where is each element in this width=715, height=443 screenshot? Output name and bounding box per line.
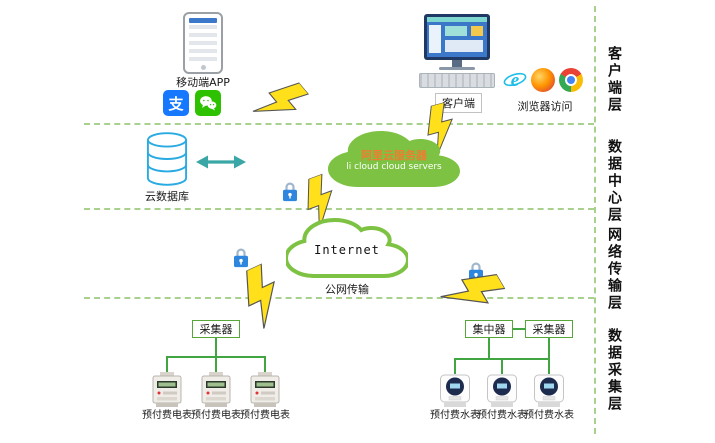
screen-sidebar bbox=[429, 25, 441, 53]
chrome-browser-icon bbox=[559, 68, 583, 92]
left-tree-drop-3 bbox=[264, 356, 266, 372]
cloud-db-label: 云数据库 bbox=[145, 190, 189, 203]
lightning-desktop-to-cloud bbox=[427, 101, 454, 157]
layer-separator-3 bbox=[84, 297, 594, 299]
client-label: 客户端 bbox=[435, 93, 482, 113]
electric-meter-label: 预付费电表 bbox=[191, 410, 241, 421]
electric-meter-label: 预付费电表 bbox=[142, 410, 192, 421]
monitor-screen bbox=[427, 17, 487, 57]
security-lock-icon-1 bbox=[283, 182, 297, 202]
layer-label-network: 网络传输层 bbox=[606, 226, 622, 312]
mobile-app-label: 移动端APP bbox=[176, 76, 230, 89]
right-tree-drop-2 bbox=[501, 358, 503, 374]
collector-right-box: 采集器 bbox=[525, 320, 573, 338]
layer-label-acquisition: 数据采集层 bbox=[606, 327, 622, 413]
smartphone-icon bbox=[183, 12, 223, 74]
water-meter-label: 预付费水表 bbox=[524, 410, 574, 421]
wechat-icon bbox=[195, 90, 221, 116]
lightning-mobile-to-cloud bbox=[252, 82, 310, 112]
phone-app-list bbox=[189, 25, 217, 63]
cloud-database-icon bbox=[146, 132, 188, 186]
screen-panel-3 bbox=[445, 40, 483, 52]
electric-meter-icon bbox=[201, 372, 231, 407]
collector-left-box: 采集器 bbox=[192, 320, 240, 338]
water-meter-icon bbox=[534, 374, 564, 407]
left-tree-drop-1 bbox=[166, 356, 168, 372]
sync-double-arrow-icon bbox=[196, 155, 246, 169]
lightning-internet-to-collector bbox=[246, 262, 275, 329]
security-lock-icon-2 bbox=[234, 248, 248, 268]
phone-home-button bbox=[200, 65, 206, 70]
alipay-glyph: 支 bbox=[168, 94, 184, 113]
left-tree-drop-2 bbox=[215, 356, 217, 372]
right-tree-drop-3 bbox=[548, 358, 550, 374]
public-network-label: 公网传输 bbox=[325, 283, 369, 296]
internet-label: Internet bbox=[314, 243, 380, 257]
concentrator-box: 集中器 bbox=[465, 320, 513, 338]
alipay-icon: 支 bbox=[163, 90, 189, 116]
water-meter-icon bbox=[440, 374, 470, 407]
lightning-alicloud-to-internet bbox=[307, 173, 333, 231]
water-meter-icon bbox=[487, 374, 517, 407]
water-meter-label: 预付费水表 bbox=[430, 410, 480, 421]
layer-label-client: 客户端层 bbox=[606, 46, 622, 114]
chrome-ring bbox=[565, 74, 577, 86]
layer-label-datacenter: 数据中心层 bbox=[606, 138, 622, 224]
browser-access-label: 浏览器访问 bbox=[517, 100, 573, 113]
screen-header bbox=[427, 17, 487, 22]
chrome-core bbox=[567, 76, 575, 84]
right-tree-stem-1 bbox=[488, 338, 490, 358]
electric-meter-icon bbox=[152, 372, 182, 407]
right-tree-stem-2 bbox=[548, 338, 550, 358]
internet-cloud-shape bbox=[286, 216, 408, 280]
screen-panel-1 bbox=[445, 26, 467, 36]
water-meter-label: 预付费水表 bbox=[477, 410, 527, 421]
monitor-stand bbox=[452, 60, 462, 67]
firefox-browser-icon bbox=[531, 68, 555, 92]
layer-separator-1 bbox=[84, 123, 594, 125]
screen-panel-2 bbox=[471, 26, 483, 36]
layer-separator-2 bbox=[84, 208, 594, 210]
svg-text:e: e bbox=[511, 70, 520, 91]
lightning-internet-to-concentrator bbox=[440, 273, 506, 304]
keyboard-icon bbox=[419, 73, 495, 88]
wechat-bubbles bbox=[200, 96, 217, 111]
ali-cloud-subtitle: li cloud cloud servers bbox=[346, 162, 442, 172]
monitor-base bbox=[439, 67, 475, 70]
left-tree-stem bbox=[215, 338, 217, 356]
right-tree-drop-1 bbox=[454, 358, 456, 374]
ali-cloud-title: 阿里云服务器 bbox=[361, 149, 427, 162]
right-boundary-line bbox=[594, 6, 596, 434]
ali-cloud-shape bbox=[328, 131, 460, 187]
electric-meter-icon bbox=[250, 372, 280, 407]
phone-header-bar bbox=[189, 18, 217, 23]
electric-meter-label: 预付费电表 bbox=[240, 410, 290, 421]
ie-browser-icon: e bbox=[503, 70, 527, 91]
concentrator-collector-link bbox=[513, 328, 525, 330]
desktop-monitor-icon bbox=[424, 14, 490, 60]
